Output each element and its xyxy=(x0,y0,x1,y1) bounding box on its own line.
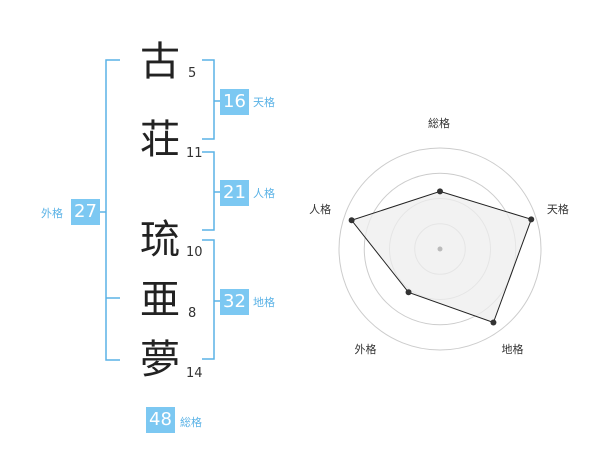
radar-axis-label-3: 地格 xyxy=(501,343,524,357)
stroke-count-5: 14 xyxy=(186,366,203,381)
radar-axis-label-5: 人格 xyxy=(309,203,332,217)
chikaku-label: 地格 xyxy=(253,296,275,309)
chikaku-bracket xyxy=(202,239,215,360)
radar-point-4 xyxy=(405,289,412,296)
soukaku-label: 総格 xyxy=(180,416,202,429)
radar-point-1 xyxy=(437,188,443,195)
name-char-2: 荘 xyxy=(140,117,180,163)
tenkaku-bracket xyxy=(202,59,215,140)
stroke-count-2: 11 xyxy=(186,146,203,161)
radar-axis-label-2: 天格 xyxy=(546,203,569,217)
stroke-count-4: 8 xyxy=(188,306,197,321)
gaikaku-bracket xyxy=(105,59,120,361)
radar-center xyxy=(437,246,443,252)
radar-polygon xyxy=(350,190,532,324)
radar-axis-label-1: 総格 xyxy=(428,117,450,130)
gaikaku-label: 外格 xyxy=(41,207,63,220)
name-char-5: 夢 xyxy=(140,337,180,383)
radar-point-2 xyxy=(528,216,535,223)
jinkaku-label: 人格 xyxy=(253,187,275,200)
chikaku-badge: 32 xyxy=(220,289,249,315)
radar-ring xyxy=(338,147,542,351)
jinkaku-badge: 21 xyxy=(220,180,249,206)
stroke-count-1: 5 xyxy=(188,66,197,81)
stroke-count-3: 10 xyxy=(186,245,203,260)
tenkaku-label: 天格 xyxy=(253,96,275,109)
gaikaku-badge: 27 xyxy=(71,199,100,225)
radar-axis-label-4: 外格 xyxy=(354,343,377,357)
tenkaku-badge: 16 xyxy=(220,89,249,115)
radar-point-3 xyxy=(490,319,497,326)
name-char-4: 亜 xyxy=(140,277,180,323)
name-char-1: 古 xyxy=(140,39,180,85)
name-char-3: 琉 xyxy=(140,217,180,263)
soukaku-badge: 48 xyxy=(146,407,175,433)
jinkaku-bracket xyxy=(202,151,215,231)
radar-point-5 xyxy=(348,217,355,224)
